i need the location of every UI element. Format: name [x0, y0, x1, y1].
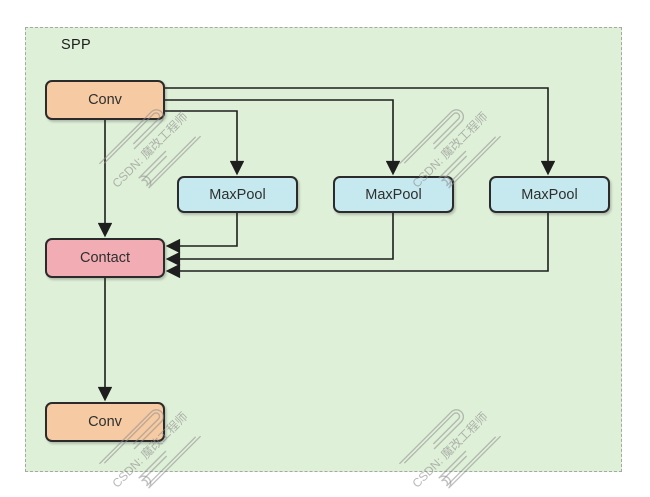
- node-maxpool-3-label: MaxPool: [521, 186, 578, 203]
- node-conv-bottom: Conv: [45, 402, 165, 442]
- node-conv-top: Conv: [45, 80, 165, 120]
- node-conv-top-label: Conv: [88, 92, 122, 108]
- node-maxpool-2: MaxPool: [333, 176, 454, 213]
- node-conv-bottom-label: Conv: [88, 414, 122, 430]
- node-maxpool-2-label: MaxPool: [365, 186, 422, 203]
- node-contact: Contact: [45, 238, 165, 278]
- node-maxpool-1-label: MaxPool: [209, 186, 266, 203]
- spp-group-label: SPP: [61, 37, 91, 53]
- node-contact-label: Contact: [80, 250, 130, 266]
- node-maxpool-1: MaxPool: [177, 176, 298, 213]
- node-maxpool-3: MaxPool: [489, 176, 610, 213]
